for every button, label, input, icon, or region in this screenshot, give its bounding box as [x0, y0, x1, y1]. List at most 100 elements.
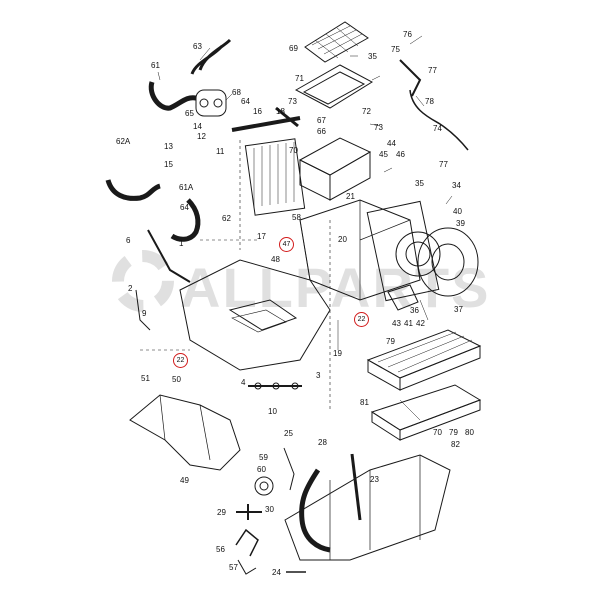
clamp-68 [195, 89, 227, 117]
label-36: 36 [410, 306, 419, 315]
label-67: 67 [317, 116, 326, 125]
label-73: 73 [288, 97, 297, 106]
label-35: 35 [368, 52, 377, 61]
label-61: 61 [151, 61, 160, 70]
pipe-1 [147, 229, 191, 283]
clip-57 [237, 559, 257, 575]
label-29: 29 [217, 508, 226, 517]
label-40: 40 [453, 207, 462, 216]
highlight-label-47: 47 [279, 237, 294, 252]
blower-fan-37 [417, 227, 479, 297]
label-73b: 73 [374, 123, 383, 132]
label-50: 50 [172, 375, 181, 384]
label-71: 71 [295, 74, 304, 83]
label-81: 81 [360, 398, 369, 407]
label-61a: 61A [179, 183, 194, 192]
label-82: 82 [451, 440, 460, 449]
label-44: 44 [387, 139, 396, 148]
label-20: 20 [338, 235, 347, 244]
resistor-36 [387, 284, 419, 311]
label-46: 46 [396, 150, 405, 159]
fitting-29 [236, 504, 262, 520]
label-21: 21 [346, 192, 355, 201]
label-35b: 35 [415, 179, 424, 188]
label-64b: 64 [180, 203, 189, 212]
label-12: 12 [197, 132, 206, 141]
highlight-label-22-left: 22 [173, 353, 188, 368]
label-15: 15 [164, 160, 173, 169]
bracket-2 [135, 289, 151, 331]
label-77b: 77 [439, 160, 448, 169]
label-75: 75 [391, 45, 400, 54]
label-42: 42 [416, 319, 425, 328]
highlight-label-22-right: 22 [354, 312, 369, 327]
label-56: 56 [216, 545, 225, 554]
label-6: 6 [126, 236, 131, 245]
label-17: 17 [257, 232, 266, 241]
label-43: 43 [392, 319, 401, 328]
label-60: 60 [257, 465, 266, 474]
hose-63 [190, 38, 232, 75]
label-37: 37 [454, 305, 463, 314]
bracket-56 [235, 528, 259, 557]
clamp-25 [283, 447, 295, 491]
label-34: 34 [452, 181, 461, 190]
label-1: 1 [179, 239, 184, 248]
label-68: 68 [232, 88, 241, 97]
ring-60 [254, 476, 274, 496]
label-10: 10 [268, 407, 277, 416]
label-48: 48 [271, 255, 280, 264]
label-14: 14 [193, 122, 202, 131]
heater-box [179, 259, 331, 371]
label-45: 45 [379, 150, 388, 159]
tray-80 [370, 384, 482, 431]
label-3: 3 [316, 371, 321, 380]
hose-62a [105, 179, 161, 201]
label-78: 78 [425, 97, 434, 106]
label-70: 70 [289, 146, 298, 155]
label-11: 11 [216, 147, 225, 156]
label-79b: 79 [449, 428, 458, 437]
label-30: 30 [265, 505, 274, 514]
label-76: 76 [403, 30, 412, 39]
label-66: 66 [317, 127, 326, 136]
label-4: 4 [241, 378, 246, 387]
label-77: 77 [428, 66, 437, 75]
duct-49 [129, 394, 241, 471]
hose-61 [148, 81, 197, 111]
label-39: 39 [456, 219, 465, 228]
housing-70 [298, 137, 372, 176]
label-23: 23 [370, 475, 379, 484]
label-64: 64 [241, 97, 250, 106]
label-65: 65 [185, 109, 194, 118]
label-62a: 62A [116, 137, 131, 146]
label-49: 49 [180, 476, 189, 485]
label-18: 18 [276, 107, 285, 116]
filter-79 [366, 329, 482, 379]
label-63: 63 [193, 42, 202, 51]
label-74: 74 [433, 124, 442, 133]
label-70b: 70 [433, 428, 442, 437]
label-16: 16 [253, 107, 262, 116]
label-13: 13 [164, 142, 173, 151]
watermark-text: ALLPARTS [180, 256, 491, 319]
label-28: 28 [318, 438, 327, 447]
label-19: 19 [333, 349, 342, 358]
label-80: 80 [465, 428, 474, 437]
label-79: 79 [386, 337, 395, 346]
label-25: 25 [284, 429, 293, 438]
label-59: 59 [259, 453, 268, 462]
seal-23 [350, 453, 362, 521]
sensor-wire-74 [409, 89, 469, 151]
label-72: 72 [362, 107, 371, 116]
frame-71 [294, 64, 374, 109]
filter-mesh-69 [304, 21, 369, 63]
label-51: 51 [141, 374, 150, 383]
label-58: 58 [292, 213, 301, 222]
label-24: 24 [272, 568, 281, 577]
label-41: 41 [404, 319, 413, 328]
label-69: 69 [289, 44, 298, 53]
label-57: 57 [229, 563, 238, 572]
